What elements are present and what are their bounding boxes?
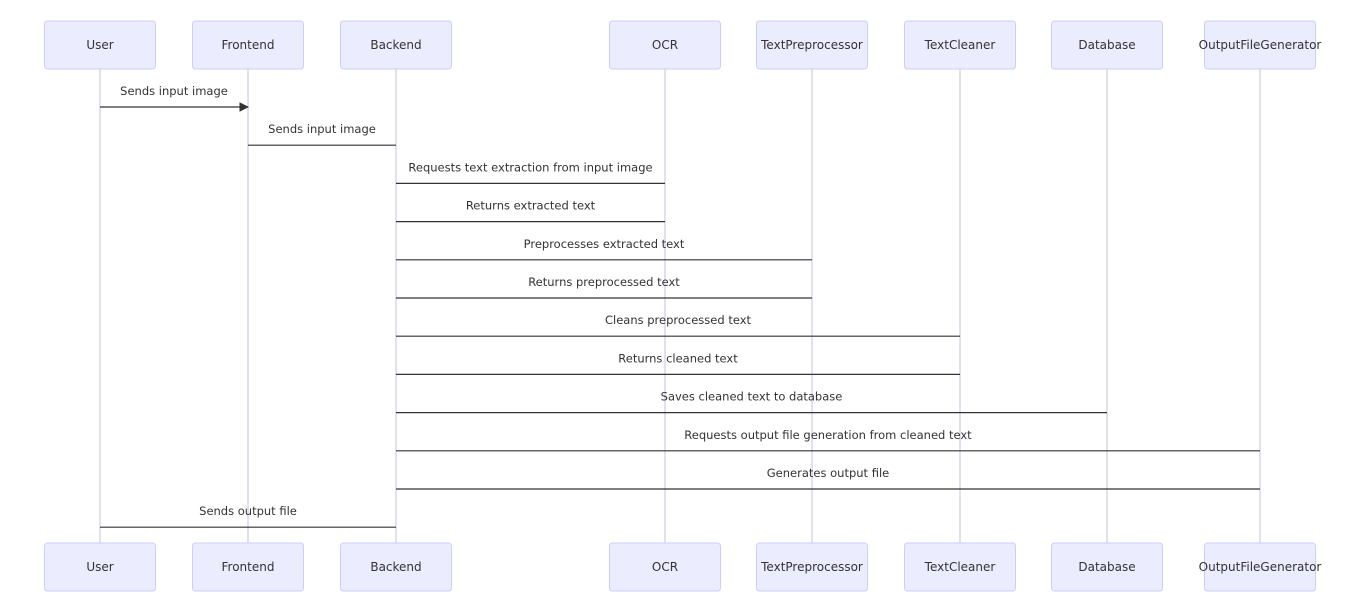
actor-textcleaner-bottom: TextCleaner [904, 542, 1016, 592]
message-1: Sends input image [100, 84, 249, 112]
actor-label: Backend [370, 560, 421, 574]
message-label: Generates output file [767, 466, 889, 480]
actor-box [340, 20, 452, 70]
message-11: Generates output file [396, 466, 1260, 490]
message-3: Requests text extraction from input imag… [396, 160, 665, 184]
actor-label: Frontend [222, 560, 275, 574]
message-label: Requests text extraction from input imag… [408, 160, 652, 174]
actor-label: Database [1078, 560, 1135, 574]
message-8: Returns cleaned text [396, 351, 960, 375]
message-5: Preprocesses extracted text [396, 237, 812, 261]
message-10: Requests output file generation from cle… [396, 428, 1260, 452]
actor-label: TextCleaner [924, 38, 996, 52]
actor-frontend-bottom: Frontend [192, 542, 304, 592]
actor-user-bottom: User [44, 542, 156, 592]
actor-label: User [86, 560, 113, 574]
actor-box [44, 20, 156, 70]
actor-box [756, 542, 868, 592]
actor-box [1051, 20, 1163, 70]
actor-ocr-top: OCR [609, 20, 721, 70]
message-label: Saves cleaned text to database [661, 390, 843, 404]
actor-outputfilegenerator-bottom: OutputFileGenerator [1199, 542, 1322, 592]
message-7: Cleans preprocessed text [396, 313, 960, 337]
message-12: Sends output file [100, 504, 396, 528]
actor-box [1204, 20, 1316, 70]
message-label: Returns extracted text [466, 199, 596, 213]
message-2: Sends input image [248, 122, 396, 146]
actor-backend-top: Backend [340, 20, 452, 70]
actor-frontend-top: Frontend [192, 20, 304, 70]
actor-database-bottom: Database [1051, 542, 1163, 592]
actor-ocr-bottom: OCR [609, 542, 721, 592]
message-label: Requests output file generation from cle… [684, 428, 972, 442]
actor-box [904, 542, 1016, 592]
message-label: Sends output file [199, 504, 297, 518]
message-4: Returns extracted text [396, 199, 665, 223]
actor-label: Database [1078, 38, 1135, 52]
actor-label: TextPreprocessor [760, 38, 863, 52]
message-label: Preprocesses extracted text [524, 237, 685, 251]
actor-box [44, 542, 156, 592]
actor-box [756, 20, 868, 70]
actor-label: TextCleaner [924, 560, 996, 574]
actor-textcleaner-top: TextCleaner [904, 20, 1016, 70]
actor-label: OCR [652, 560, 678, 574]
actor-label: Backend [370, 38, 421, 52]
actor-box [904, 20, 1016, 70]
actor-box [1051, 542, 1163, 592]
actor-box [192, 542, 304, 592]
message-6: Returns preprocessed text [396, 275, 812, 299]
actor-label: OCR [652, 38, 678, 52]
actor-label: Frontend [222, 38, 275, 52]
actor-label: User [86, 38, 113, 52]
actor-label: OutputFileGenerator [1199, 38, 1322, 52]
actor-label: OutputFileGenerator [1199, 560, 1322, 574]
actor-box [1204, 542, 1316, 592]
actor-textpreprocessor-bottom: TextPreprocessor [756, 542, 868, 592]
actor-outputfilegenerator-top: OutputFileGenerator [1199, 20, 1322, 70]
actor-user-top: User [44, 20, 156, 70]
message-label: Returns preprocessed text [528, 275, 680, 289]
actor-backend-bottom: Backend [340, 542, 452, 592]
message-label: Sends input image [268, 122, 376, 136]
actor-box [609, 542, 721, 592]
actor-textpreprocessor-top: TextPreprocessor [756, 20, 868, 70]
actor-box [340, 542, 452, 592]
message-label: Sends input image [120, 84, 228, 98]
actor-box [609, 20, 721, 70]
actor-database-top: Database [1051, 20, 1163, 70]
message-label: Cleans preprocessed text [605, 313, 752, 327]
actor-label: TextPreprocessor [760, 560, 863, 574]
message-label: Returns cleaned text [618, 351, 738, 365]
message-9: Saves cleaned text to database [396, 390, 1107, 414]
actor-box [192, 20, 304, 70]
